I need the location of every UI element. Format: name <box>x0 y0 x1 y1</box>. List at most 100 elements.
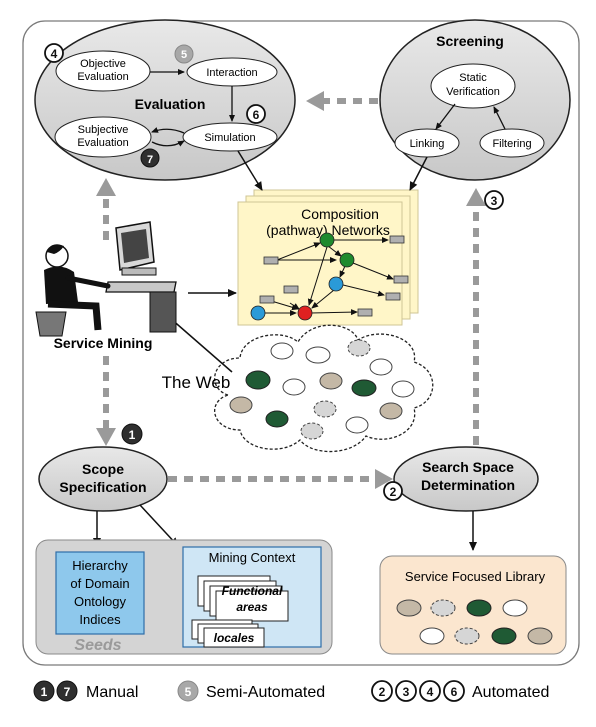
composition-title: Composition <box>301 206 379 222</box>
screening-inner-arrows <box>435 103 506 130</box>
arrow-simulation-to-subjective <box>151 127 185 134</box>
filtering-node <box>479 128 545 158</box>
composition-subtitle: (pathway) Networks <box>266 222 390 238</box>
dashed-arrowhead-up-right <box>466 188 486 206</box>
legend-auto-label: Automated <box>472 684 549 701</box>
person-legs <box>47 300 102 331</box>
web-service-white <box>345 416 369 434</box>
web-service-dashed <box>300 422 324 440</box>
net-service-box <box>283 285 299 294</box>
locales-stack <box>191 619 265 648</box>
service-mining-label: Service Mining <box>54 335 153 351</box>
badge-6 <box>246 104 266 124</box>
dashed-arrowhead-left <box>306 91 324 111</box>
subjective-evaluation-label-2: Evaluation <box>77 137 128 149</box>
legend-semi-badge <box>177 680 199 702</box>
legend-manual-label: Manual <box>86 684 138 701</box>
net-service-box <box>385 292 401 301</box>
library-service-dashed <box>430 599 456 617</box>
arrow-subjective-to-simulation <box>151 140 185 147</box>
dashed-arrowhead-right <box>375 469 393 489</box>
net-edge <box>327 245 342 257</box>
functional-areas-label-2: areas <box>236 600 268 614</box>
hierarchy-box <box>55 551 145 635</box>
net-node-green <box>339 252 355 268</box>
hierarchy-label-4: Indices <box>79 612 121 627</box>
arrow-filtering-to-static <box>493 106 506 130</box>
net-node-blue <box>328 276 344 292</box>
web-service-white <box>391 380 415 398</box>
net-node-red <box>297 305 313 321</box>
functional-areas-stack <box>197 575 289 622</box>
library-service-dark <box>491 627 517 645</box>
badge-5 <box>174 44 194 64</box>
library-service-dashed <box>454 627 480 645</box>
subjective-evaluation-node <box>54 116 152 158</box>
web-service-dark <box>351 379 377 397</box>
legend-manual-badge-label: 7 <box>64 685 71 699</box>
badge-3 <box>484 190 504 210</box>
static-verification-node <box>430 63 516 109</box>
web-service-dashed <box>347 339 371 357</box>
web-service-white <box>270 342 294 360</box>
evaluation-inner-arrows <box>150 69 235 147</box>
subjective-evaluation-label: Subjective <box>78 124 129 136</box>
dashed-arrowhead-up-left <box>96 178 116 196</box>
net-edge <box>276 242 321 261</box>
search-space-label-2: Determination <box>421 477 515 493</box>
hierarchy-label-2: of Domain <box>70 576 129 591</box>
dashed-arrowhead-down <box>96 428 116 446</box>
service-library-label: Service Focused Library <box>405 569 546 584</box>
net-service-box <box>389 235 405 244</box>
net-edge <box>338 283 385 297</box>
badge-7 <box>140 148 160 168</box>
linking-label: Linking <box>410 138 445 150</box>
legend-auto-badge-label: 6 <box>451 685 458 699</box>
computer-tower <box>149 291 177 333</box>
arrow-simulation-to-composition <box>237 150 263 191</box>
step-badges: 4 5 6 7 3 1 2 <box>44 43 504 501</box>
mining-context-label: Mining Context <box>209 550 296 565</box>
hierarchy-label-3: Ontology <box>74 594 127 609</box>
web-service-white <box>305 346 331 364</box>
static-verification-label: Static <box>459 72 487 84</box>
legend-semi-label: Semi-Automated <box>206 684 325 701</box>
composition-arrows <box>188 150 428 297</box>
net-edge <box>307 246 328 306</box>
net-service-box <box>263 256 279 265</box>
legend-auto-badge <box>371 680 393 702</box>
person-hair <box>47 244 64 254</box>
line-mining-to-web <box>169 317 233 373</box>
composition-networks-panel <box>237 189 419 326</box>
locales-sheet-front <box>203 627 265 648</box>
badge-5-label: 5 <box>181 49 187 61</box>
badge-6-label: 6 <box>253 108 260 122</box>
dashed-arrows <box>103 98 479 482</box>
scope-specification-ellipse <box>38 446 168 512</box>
person-arm <box>65 275 111 289</box>
locales-label: locales <box>214 631 255 645</box>
scope-specification-label: Scope <box>82 461 124 477</box>
interaction-label: Interaction <box>206 67 257 79</box>
search-space-label: Search Space <box>422 459 514 475</box>
seeds-label: Seeds <box>74 637 121 654</box>
person-body <box>44 266 78 304</box>
web-service-dashed <box>313 400 337 418</box>
simulation-label: Simulation <box>204 132 255 144</box>
simulation-node <box>182 122 278 152</box>
net-edge <box>311 289 335 309</box>
badge-4-label: 4 <box>51 47 58 61</box>
functional-areas-label: Functional <box>222 584 283 598</box>
legend-semi-badge-label: 5 <box>185 685 192 699</box>
the-web-cloud <box>214 324 434 453</box>
web-service-white <box>282 378 306 396</box>
library-service-tan <box>396 599 422 617</box>
badge-2-label: 2 <box>390 485 397 499</box>
legend-auto-badge <box>443 680 465 702</box>
search-space-ellipse <box>393 446 539 512</box>
pathway-network <box>250 232 409 321</box>
legend-auto-badge <box>419 680 441 702</box>
desk-top <box>105 281 177 293</box>
